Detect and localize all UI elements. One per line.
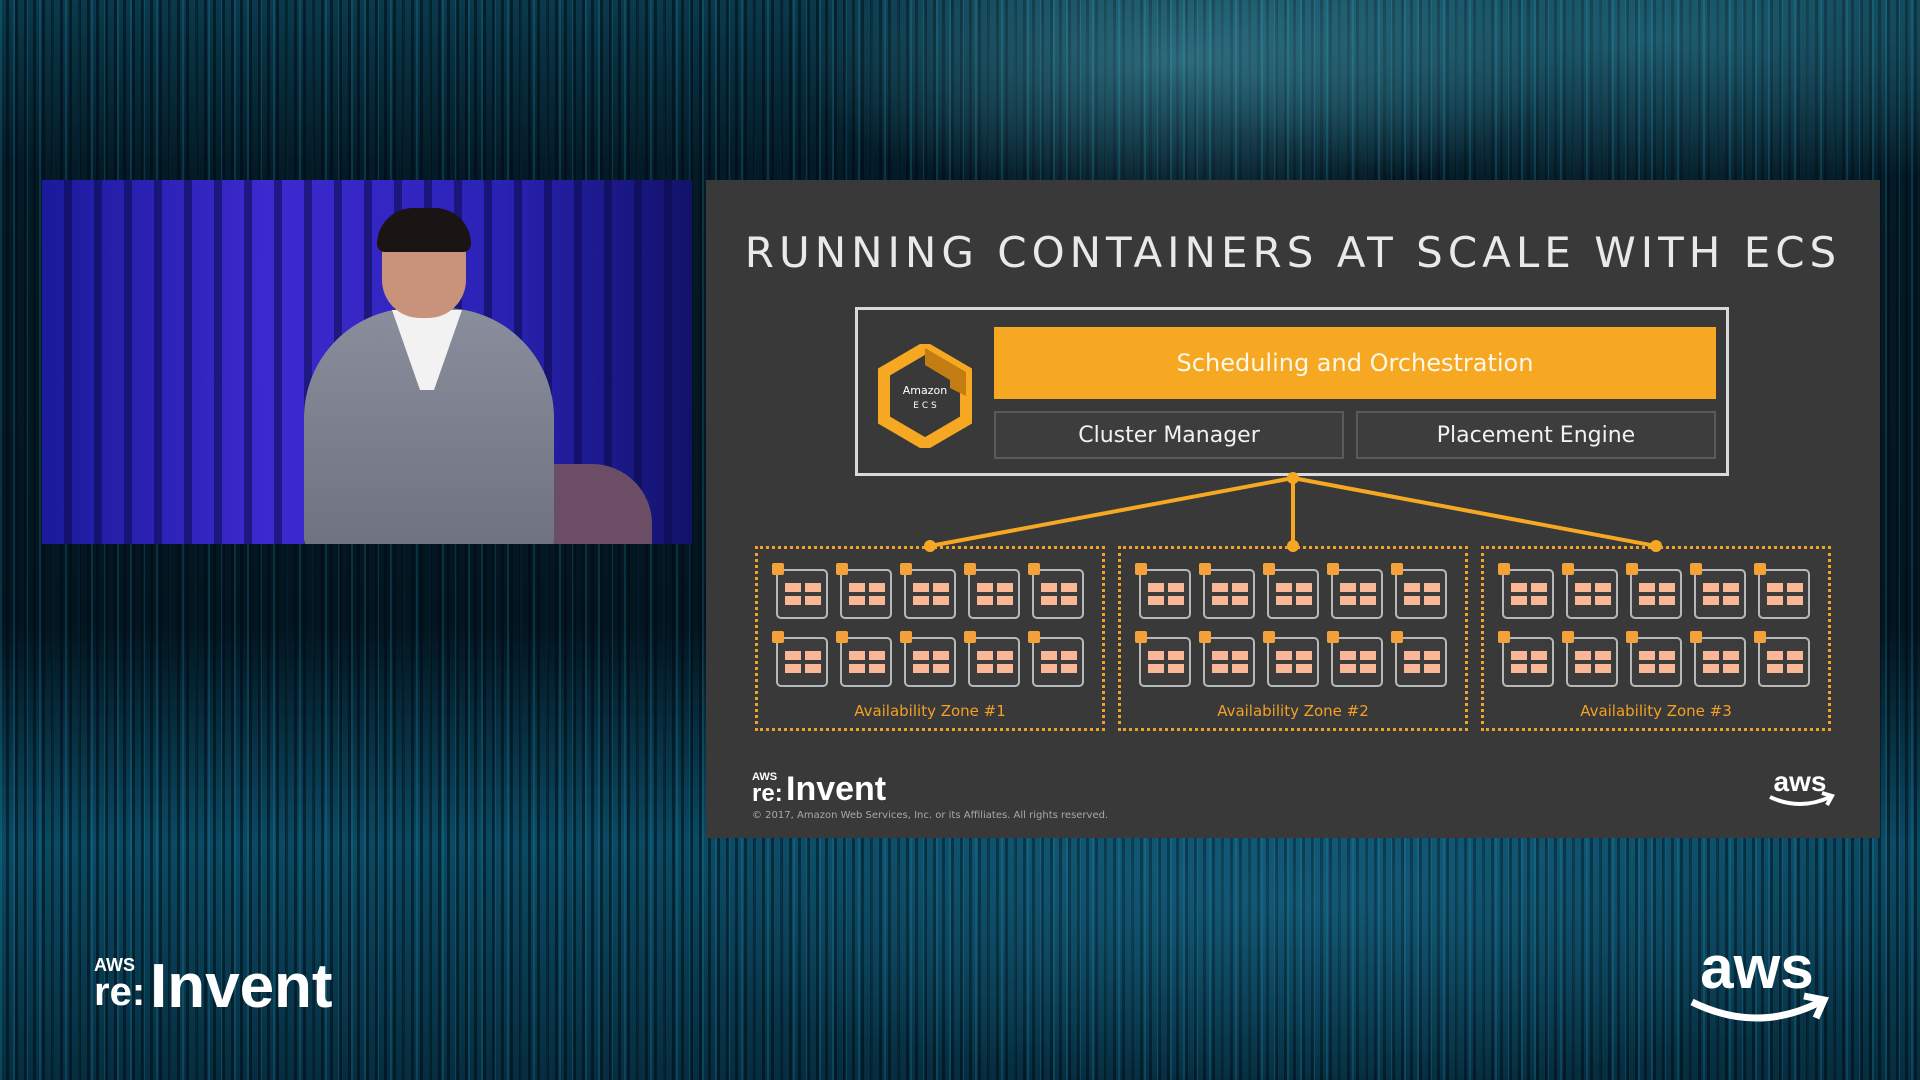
zone-1-label: Availability Zone #1 [854, 702, 1006, 720]
container-instance-icon [900, 631, 956, 687]
container-instance-icon [1626, 563, 1682, 619]
reinvent-logo: AWS re: Invent [94, 952, 364, 1021]
event-brand-invent: Invent [150, 952, 333, 1021]
slide-title: RUNNING CONTAINERS AT SCALE WITH ECS [744, 228, 1842, 277]
event-brand-re: re: [94, 970, 146, 1014]
aws-logo-icon: aws [1690, 938, 1829, 1022]
container-instance-icon [1327, 563, 1383, 619]
container-instance-icon [1391, 631, 1447, 687]
zone-1-instances [772, 563, 1092, 699]
cluster-manager-label: Cluster Manager [1078, 422, 1260, 448]
container-instance-icon [1135, 563, 1191, 619]
event-brand-aws: AWS [94, 955, 136, 975]
zone-3-instances [1498, 563, 1818, 699]
slide-brand-invent: Invent [786, 770, 887, 808]
container-instance-icon [1498, 563, 1554, 619]
speaker-hair [377, 208, 471, 252]
container-instance-icon [1263, 631, 1319, 687]
container-instance-icon [1690, 563, 1746, 619]
availability-zone-2: Availability Zone #2 [1118, 546, 1468, 731]
container-instance-icon [1690, 631, 1746, 687]
zone-2-label: Availability Zone #2 [1217, 702, 1369, 720]
availability-zone-3: Availability Zone #3 [1481, 546, 1831, 731]
scheduling-orchestration-bar: Scheduling and Orchestration [994, 327, 1716, 399]
container-instance-icon [1391, 563, 1447, 619]
zone-3-label: Availability Zone #3 [1580, 702, 1732, 720]
ecs-logo-line1: Amazon [903, 384, 947, 397]
container-instance-icon [1028, 631, 1084, 687]
speaker-video [42, 180, 692, 544]
container-instance-icon [836, 631, 892, 687]
container-instance-icon [964, 563, 1020, 619]
container-instance-icon [900, 563, 956, 619]
amazon-ecs-hexagon-icon: Amazon E C S [878, 344, 972, 448]
container-instance-icon [836, 563, 892, 619]
zone-connectors [924, 472, 1662, 552]
container-instance-icon [1199, 631, 1255, 687]
container-instance-icon [1754, 631, 1810, 687]
container-instance-icon [1626, 631, 1682, 687]
slide-aws-logo-text: aws [1774, 766, 1827, 797]
scheduling-label: Scheduling and Orchestration [1176, 349, 1534, 377]
container-instance-icon [1199, 563, 1255, 619]
container-instance-icon [1562, 563, 1618, 619]
presentation-slide: RUNNING CONTAINERS AT SCALE WITH ECS Ama… [706, 180, 1880, 838]
connector-hub-dot [1287, 472, 1299, 484]
container-instance-icon [964, 631, 1020, 687]
container-instance-icon [772, 563, 828, 619]
container-instance-icon [1327, 631, 1383, 687]
container-instance-icon [1028, 563, 1084, 619]
container-instance-icon [1135, 631, 1191, 687]
container-instance-icon [1562, 631, 1618, 687]
connector-zone-3 [1292, 476, 1657, 548]
ecs-logo-line2: E C S [913, 401, 937, 411]
container-instance-icon [772, 631, 828, 687]
slide-brand-aws: AWS [752, 771, 778, 783]
connector-zone-1 [929, 476, 1294, 548]
container-instance-icon [1498, 631, 1554, 687]
container-instance-icon [1754, 563, 1810, 619]
slide-brand-re: re: [752, 780, 783, 807]
cluster-manager-box: Cluster Manager [994, 411, 1344, 459]
availability-zone-1: Availability Zone #1 [755, 546, 1105, 731]
slide-aws-logo-icon: aws [1769, 766, 1835, 806]
placement-engine-box: Placement Engine [1356, 411, 1716, 459]
aws-logo-text: aws [1700, 938, 1813, 1001]
placement-engine-label: Placement Engine [1436, 422, 1636, 448]
container-instance-icon [1263, 563, 1319, 619]
zone-2-instances [1135, 563, 1455, 699]
slide-copyright: © 2017, Amazon Web Services, Inc. or its… [752, 810, 1109, 821]
